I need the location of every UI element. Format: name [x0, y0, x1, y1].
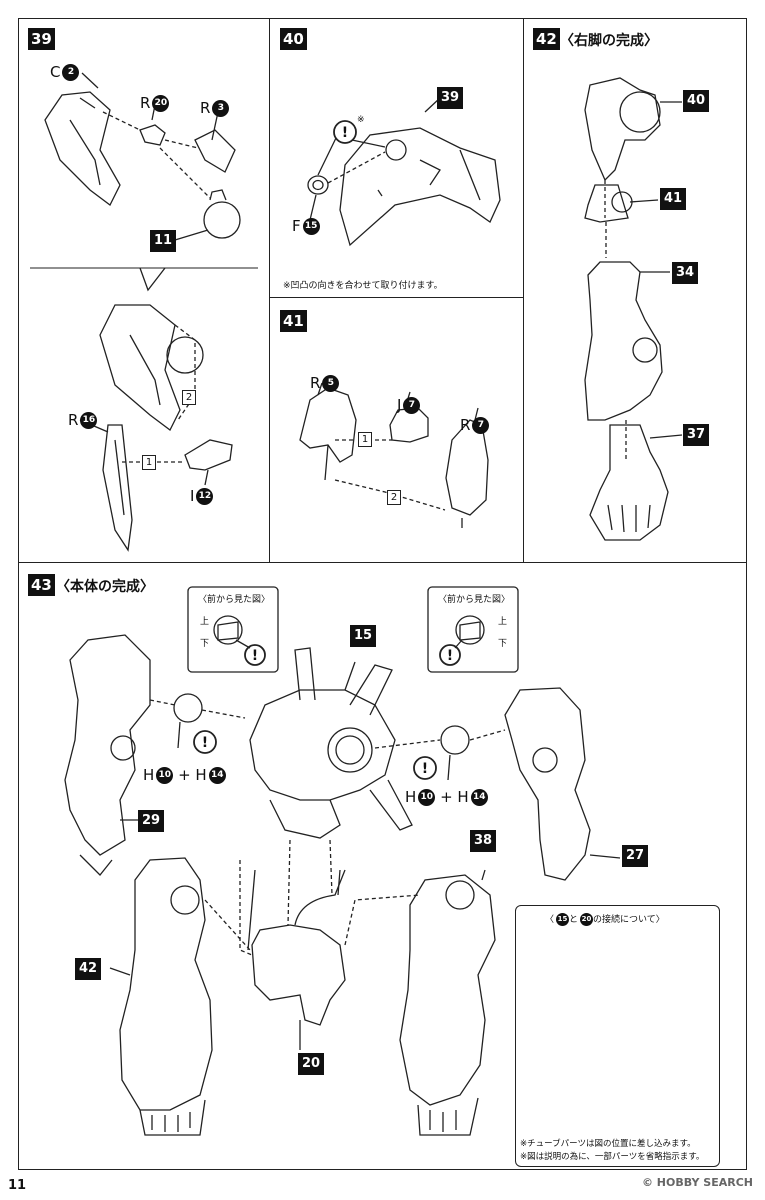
label-part-27: 27	[622, 845, 648, 867]
exclamation-circle-icon: !	[252, 648, 258, 664]
label-part-40: 40	[683, 90, 709, 112]
label-part-37: 37	[683, 424, 709, 446]
s43-part-15	[249, 689, 396, 801]
label-part-42: 42	[75, 958, 101, 980]
exclamation-circle-icon: !	[447, 648, 453, 664]
s43-front-view-left-box	[187, 586, 279, 673]
label-part-11: 11	[150, 230, 176, 252]
s42-part-37	[589, 424, 669, 541]
page-number: 11	[8, 1178, 27, 1193]
s40-part-39	[339, 127, 501, 247]
label-part-29: 29	[138, 810, 164, 832]
seq-1: 1	[142, 455, 156, 470]
label-part-41: 41	[660, 188, 686, 210]
step-40-number: 40	[280, 28, 307, 50]
label-part-38: 38	[470, 830, 496, 852]
step-43-title: 〈本体の完成〉	[56, 579, 154, 595]
s40-part-f15	[307, 175, 329, 195]
s42-part-41	[584, 184, 629, 223]
s43-part-38	[399, 874, 496, 1106]
label-part-15: 15	[350, 625, 376, 647]
exclamation-circle-icon: !	[202, 735, 208, 751]
front-view-title-left: 〈前から見た図〉	[198, 595, 271, 605]
step-43-panel	[18, 562, 747, 1170]
seq-2: 2	[182, 390, 196, 405]
label-part-34: 34	[672, 262, 698, 284]
s39-assembled-shell	[99, 304, 181, 431]
connection-inset	[515, 905, 720, 1167]
step-41-number: 41	[280, 310, 307, 332]
seq-1: 1	[358, 432, 372, 447]
s43-left-joint	[173, 693, 203, 723]
s42-part-40	[584, 77, 661, 182]
seq-2: 2	[387, 490, 401, 505]
front-view-down-right: 下	[498, 639, 508, 649]
s39-part-i12	[184, 439, 233, 471]
s39-arm-shell	[44, 91, 121, 206]
inset-note-2: ※図は説明の為に、一部パーツを省略指示ます。	[520, 1152, 705, 1162]
s39-part-r20	[139, 124, 166, 146]
s43-front-view-right-box	[427, 586, 519, 673]
s42-part-34	[584, 261, 663, 421]
s41-part-r7	[445, 419, 489, 516]
step-40-note: ※凹凸の向きを合わせて取り付けます。	[283, 281, 443, 291]
s43-part-20	[251, 924, 346, 1026]
step-39-number: 39	[28, 28, 55, 50]
watermark: © HOBBY SEARCH	[641, 1176, 753, 1189]
s39-part-r16	[102, 424, 133, 552]
s43-right-joint	[440, 725, 470, 755]
s43-part-42	[119, 857, 213, 1111]
s39-part-11-ball	[203, 201, 241, 239]
s39-part-r3	[194, 129, 236, 173]
s41-part-j7	[389, 407, 429, 443]
label-part-39: 39	[437, 87, 463, 109]
front-view-up-left: 上	[200, 617, 210, 627]
step-43-number: 43	[28, 574, 55, 596]
exclamation-circle-icon: !	[422, 761, 428, 777]
front-view-down-left: 下	[200, 639, 210, 649]
inset-note-1: ※チューブパーツは図の位置に差し込みます。	[520, 1139, 696, 1149]
s43-part-27	[504, 687, 591, 881]
asterisk-mark: ※	[357, 115, 365, 125]
step-42-number: 42	[533, 28, 560, 50]
label-part-20: 20	[298, 1053, 324, 1075]
step-42-title: 〈右脚の完成〉	[560, 33, 658, 49]
front-view-title-right: 〈前から見た図〉	[438, 595, 511, 605]
front-view-up-right: 上	[498, 617, 508, 627]
exclamation-circle-icon: !	[342, 125, 348, 141]
